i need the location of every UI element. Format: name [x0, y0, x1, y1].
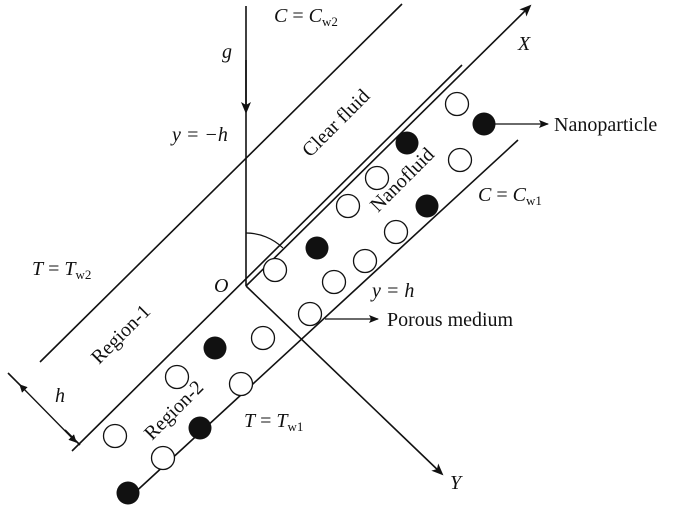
- region-1-label: Region-1: [87, 300, 155, 368]
- porous-particle: [383, 219, 409, 245]
- nanoparticle: [305, 236, 329, 260]
- nanoparticle: [415, 194, 439, 218]
- porous-particle: [444, 91, 470, 117]
- porous-particle: [364, 165, 390, 191]
- angle-arc: [245, 232, 284, 249]
- porous-particle: [297, 301, 323, 327]
- x-axis-label: X: [517, 33, 531, 55]
- particle-group: [102, 91, 496, 505]
- y-plus-h-label: y = h: [370, 280, 414, 302]
- c-w2-label: C = Cw2: [274, 5, 338, 29]
- y-axis-label: Y: [450, 472, 463, 494]
- porous-particle: [352, 248, 378, 274]
- porous-particle: [262, 257, 288, 283]
- porous-particle: [228, 371, 254, 397]
- upper-wall-line: [39, 3, 403, 363]
- porous-particle: [102, 423, 128, 449]
- porous-particle: [447, 147, 473, 173]
- nanoparticle: [188, 416, 212, 440]
- porous-particle: [250, 325, 276, 351]
- y-minus-h-label: y = −h: [170, 124, 228, 146]
- nanoparticle: [203, 336, 227, 360]
- t-w2-label: T = Tw2: [32, 258, 91, 282]
- y-axis-arrow: [245, 285, 444, 476]
- origin-label: O: [214, 275, 228, 297]
- central-interface-line: [71, 64, 463, 452]
- x-axis-arrow: [245, 4, 532, 287]
- porous-medium-label: Porous medium: [387, 309, 514, 331]
- gravity-label: g: [222, 41, 232, 63]
- porous-particle: [321, 269, 347, 295]
- porous-particle: [335, 193, 361, 219]
- nanoparticle: [116, 481, 140, 505]
- nanoparticle: [395, 131, 419, 155]
- porous-particle: [164, 364, 190, 390]
- c-w1-label: C = Cw1: [478, 184, 542, 208]
- t-w1-label: T = Tw1: [244, 410, 303, 434]
- h-width-label: h: [55, 385, 65, 407]
- porous-particle: [150, 445, 176, 471]
- nanoparticle-label: Nanoparticle: [554, 114, 657, 136]
- nanoparticle: [472, 112, 496, 136]
- h-dimension-arrow: [19, 384, 77, 443]
